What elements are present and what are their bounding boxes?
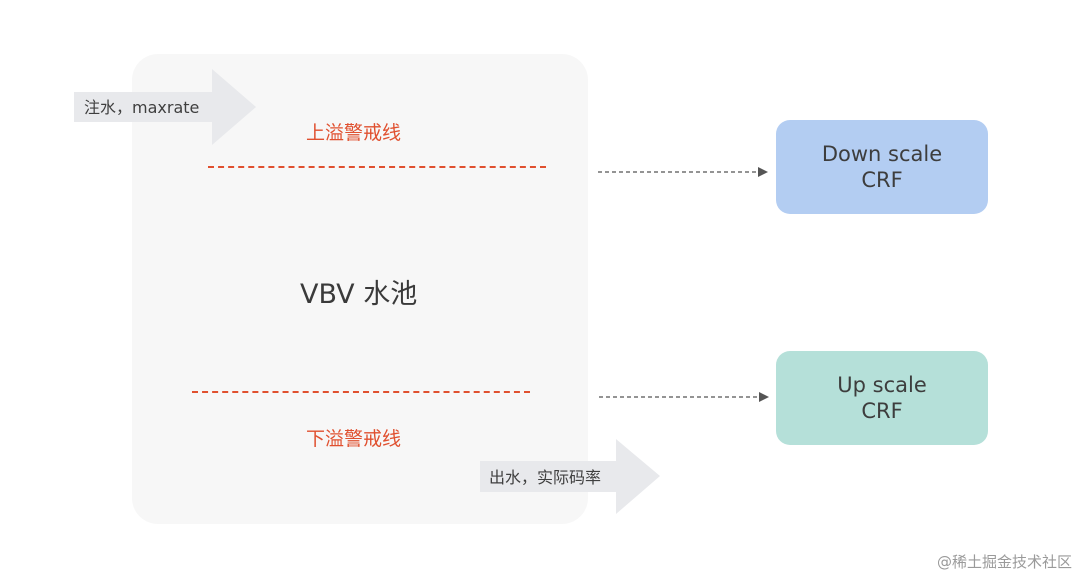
lower-warning-label: 下溢警戒线 xyxy=(306,428,402,450)
down-scale-line2: CRF xyxy=(861,168,903,192)
down-scale-line1: Down scale xyxy=(821,142,943,166)
inflow-label: 注水，maxrate xyxy=(84,98,200,117)
up-scale-line1: Up scale xyxy=(837,373,927,397)
pool-title: VBV 水池 xyxy=(300,279,418,310)
upper-connector-arrow-icon xyxy=(598,167,768,177)
lower-warning-line xyxy=(192,391,530,393)
up-scale-crf-box: Up scale CRF xyxy=(776,351,988,445)
down-scale-crf-box: Down scale CRF xyxy=(776,120,988,214)
watermark: @稀土掘金技术社区 xyxy=(936,553,1072,571)
upper-warning-line xyxy=(208,166,546,168)
vbv-pool xyxy=(132,54,588,524)
lower-connector-arrow-icon xyxy=(599,392,769,402)
up-scale-line2: CRF xyxy=(861,399,903,423)
inflow-arrow-icon xyxy=(74,69,256,145)
upper-warning-label: 上溢警戒线 xyxy=(306,122,402,144)
outflow-arrow-icon xyxy=(480,439,660,514)
outflow-label: 出水，实际码率 xyxy=(489,468,602,487)
